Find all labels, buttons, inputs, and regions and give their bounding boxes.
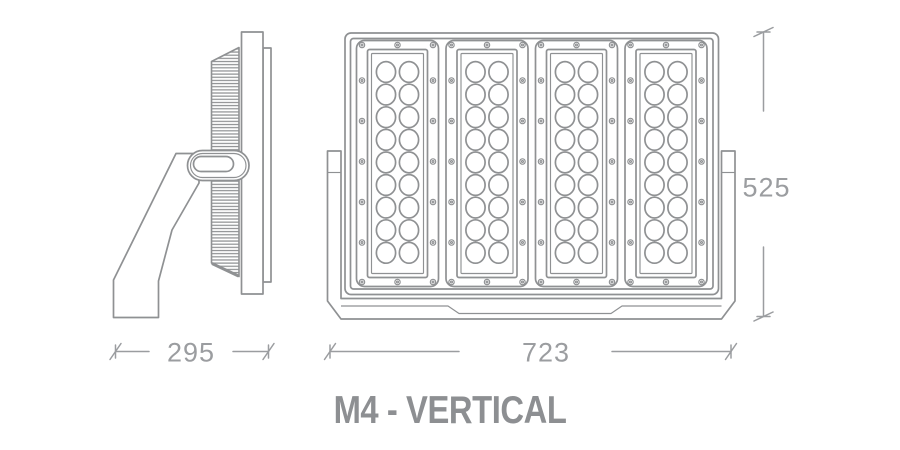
drawing-title: M4 - VERTICAL [334, 387, 567, 431]
dimension-front-height: 525 [742, 26, 790, 322]
mounting-arm [112, 152, 200, 319]
heatsink-bottom-taper [211, 262, 240, 278]
mounting-yoke [326, 150, 736, 320]
front-view [326, 32, 736, 320]
side-view [112, 31, 272, 319]
housing-front-inner [349, 37, 714, 290]
rear-frame [262, 47, 272, 283]
pivot-slot [192, 155, 235, 173]
dimension-front-width: 723 [323, 338, 738, 368]
tick-left [323, 342, 337, 361]
side-width-label: 295 [167, 338, 215, 368]
pivot-knob [186, 149, 250, 182]
tick-right [262, 342, 275, 361]
yoke-base-step [341, 305, 722, 315]
tick-bottom [753, 311, 774, 322]
tick-right [724, 342, 738, 361]
front-height-label: 525 [742, 173, 790, 203]
tick-left [109, 342, 122, 361]
front-width-label: 723 [522, 338, 570, 368]
housing-front-outer [344, 32, 720, 296]
dimension-side-width: 295 [109, 338, 275, 368]
tick-top [753, 26, 774, 38]
